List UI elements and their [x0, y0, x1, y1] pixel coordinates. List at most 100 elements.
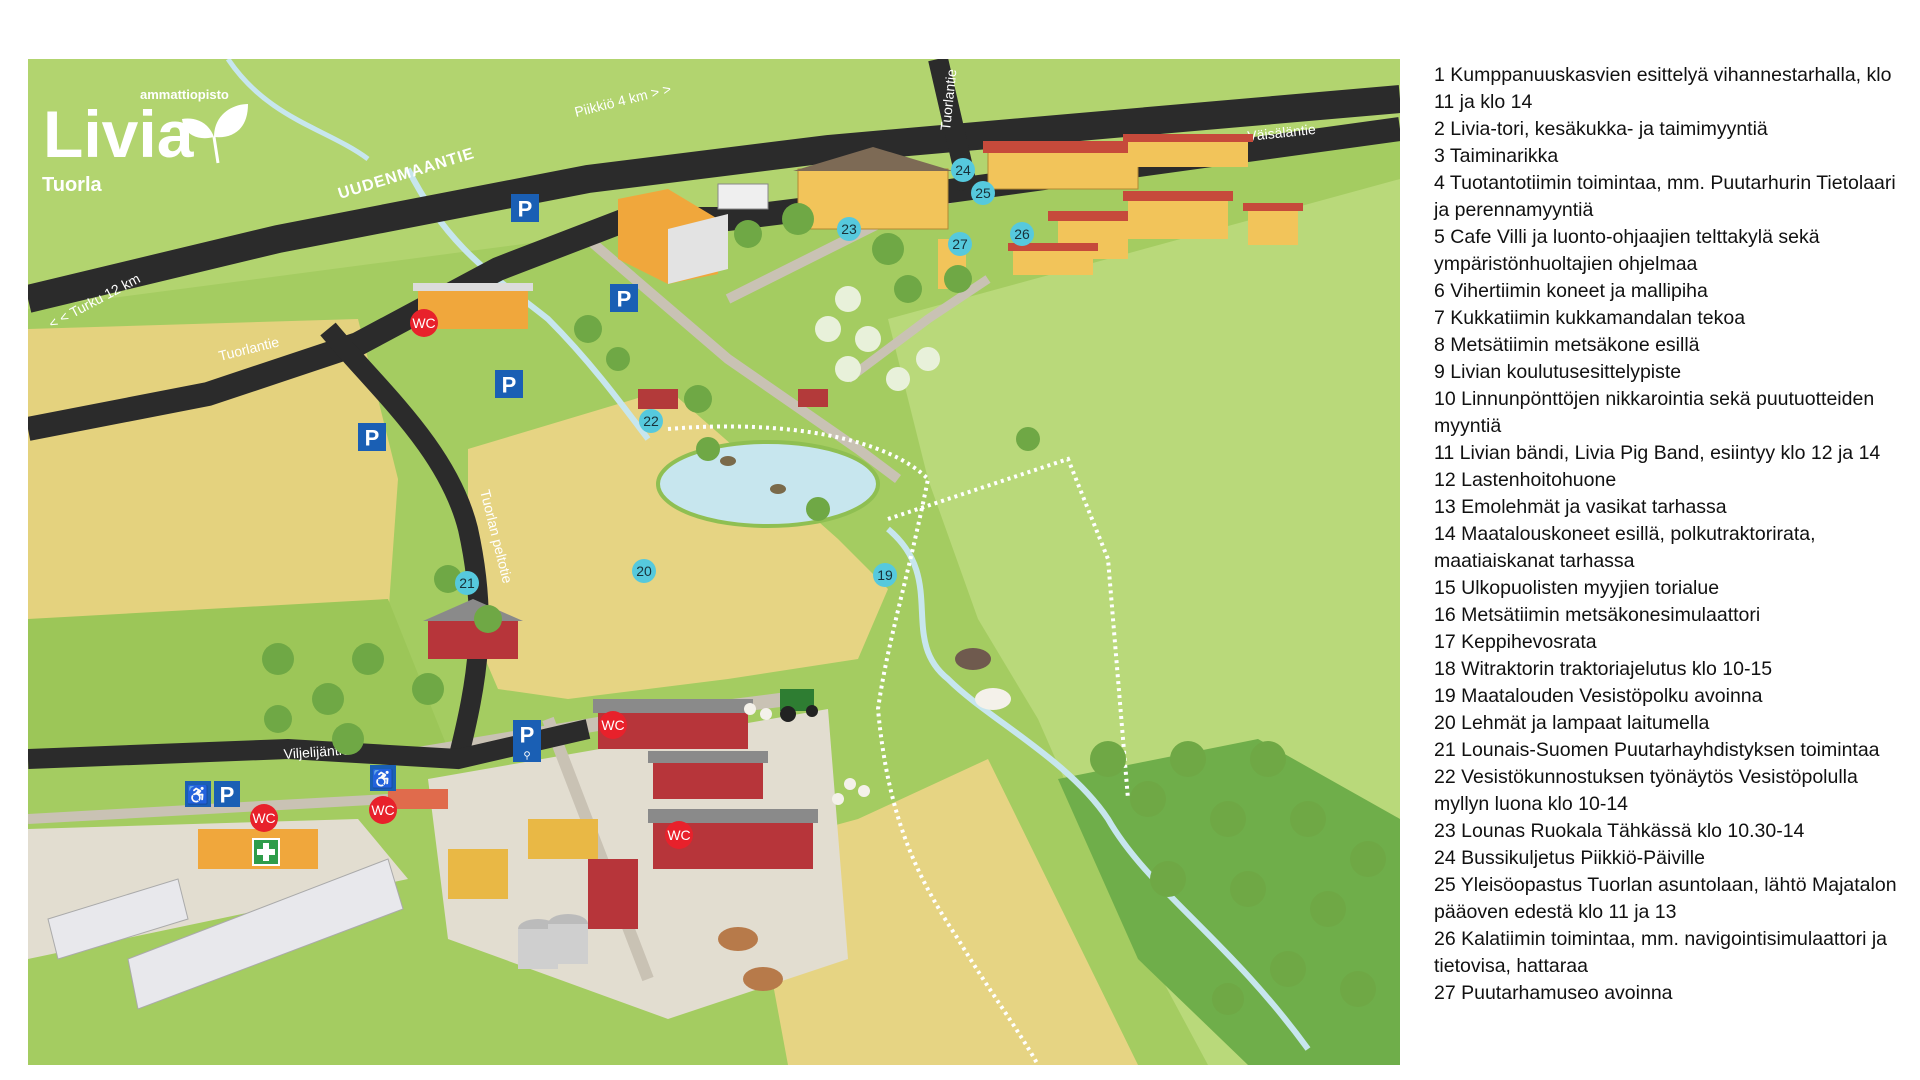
- wc-marker-3: WC: [250, 804, 278, 832]
- svg-text:WC: WC: [371, 802, 394, 818]
- building-far-east: [1248, 209, 1298, 245]
- svg-text:21: 21: [459, 575, 475, 591]
- legend-item: 26 Kalatiimin toimintaa, mm. navigointis…: [1434, 928, 1888, 977]
- legend-item: 22 Vesistökunnostuksen työnäytös Vesistö…: [1434, 766, 1858, 815]
- manor-roof: [793, 147, 953, 171]
- label-viljelijantie: Viljelijäntie: [283, 741, 350, 762]
- bicycle-icon: ⚲: [523, 751, 530, 762]
- marker-21[interactable]: 21: [455, 571, 479, 595]
- wc-marker-5: WC: [665, 821, 693, 849]
- legend-item: 21 Lounais-Suomen Puutarhayhdistyksen to…: [1434, 739, 1880, 761]
- wheat-field-center: [468, 389, 888, 699]
- legend-item: 14 Maatalouskoneet esillä, polkutraktori…: [1434, 523, 1816, 572]
- svg-text:WC: WC: [252, 810, 275, 826]
- animal-sheep-white: [975, 688, 1011, 710]
- shed-left-roof: [413, 283, 533, 291]
- svg-text:WC: WC: [601, 717, 624, 733]
- marker-24[interactable]: 24: [951, 158, 975, 182]
- building-27-roof: [1008, 243, 1098, 251]
- building-long-roof: [983, 141, 1143, 153]
- marker-25[interactable]: 25: [971, 181, 995, 205]
- stream-top: [225, 59, 370, 162]
- barn-left: [428, 619, 518, 659]
- svg-text:26: 26: [1014, 226, 1030, 242]
- accessible-parking-icon: ♿: [185, 781, 211, 807]
- marker-19[interactable]: 19: [873, 563, 897, 587]
- stream-upper: [405, 167, 651, 441]
- path-viljelija-side: [28, 794, 389, 824]
- animal-sheep-dark: [955, 648, 991, 670]
- legend-item: 25 Yleisöopastus Tuorlan asuntolaan, läh…: [1434, 874, 1897, 923]
- animal-cow-1: [718, 927, 758, 951]
- legend-item: 24 Bussikuljetus Piikkiö-Päiville: [1434, 847, 1705, 869]
- manor-building: [797, 168, 949, 230]
- legend-item: 7 Kukkatiimin kukkamandalan tekoa: [1434, 307, 1746, 329]
- logo-leaf-icon: [182, 104, 248, 164]
- farm-building-2: [653, 759, 763, 799]
- svg-text:P: P: [365, 426, 380, 451]
- hay-bales: [744, 703, 870, 805]
- road-peltotie: [320, 322, 489, 762]
- svg-text:20: 20: [636, 563, 652, 579]
- marker-23[interactable]: 23: [837, 217, 861, 241]
- legend-item: 11 Livian bändi, Livia Pig Band, esiinty…: [1434, 442, 1881, 464]
- legend-item: 3 Taiminarikka: [1434, 145, 1559, 167]
- marker-20[interactable]: 20: [632, 559, 656, 583]
- marker-26[interactable]: 26: [1010, 222, 1034, 246]
- wc-marker-4: WC: [369, 796, 397, 824]
- farm-building-2-roof: [648, 751, 768, 763]
- svg-text:P: P: [520, 723, 535, 748]
- canteen-annex: [668, 214, 728, 284]
- building-east: [1128, 139, 1248, 167]
- legend-item: 23 Lounas Ruokala Tähkässä klo 10.30-14: [1434, 820, 1805, 842]
- building-far-east-roof: [1243, 203, 1303, 211]
- marker-22[interactable]: 22: [639, 409, 663, 433]
- svg-text:22: 22: [643, 413, 659, 429]
- svg-text:24: 24: [955, 162, 971, 178]
- legend-item: 6 Vihertiimin koneet ja mallipiha: [1434, 280, 1708, 302]
- duck-2: [770, 484, 786, 494]
- parking-sign-2: P: [610, 284, 638, 312]
- parking-sign-5: P ⚲: [513, 720, 541, 762]
- svg-text:♿: ♿: [187, 784, 209, 805]
- legend-item: 27 Puutarhamuseo avoinna: [1434, 982, 1673, 1004]
- first-aid-icon: [252, 838, 280, 866]
- marker-27[interactable]: 27: [948, 232, 972, 256]
- tractor-wheel-2: [806, 705, 818, 717]
- svg-text:WC: WC: [667, 827, 690, 843]
- label-tuorlantie-top: Tuorlantie: [937, 68, 959, 131]
- blossom-trees: [815, 286, 940, 391]
- stream-lower: [886, 526, 1311, 1051]
- small-hut: [798, 389, 828, 407]
- legend-item: 1 Kumppanuuskasvien esittelyä vihannesta…: [1434, 64, 1892, 113]
- farm-building-yellow: [528, 819, 598, 859]
- svg-text:P: P: [518, 197, 533, 222]
- building-cluster-1: [1128, 199, 1228, 239]
- legend-item: 4 Tuotantotiimin toimintaa, mm. Puutarhu…: [1434, 172, 1896, 221]
- building-east-roof: [1123, 134, 1253, 142]
- legend-item: 13 Emolehmät ja vasikat tarhassa: [1434, 496, 1727, 518]
- animal-cow-2: [743, 967, 783, 991]
- svg-text:25: 25: [975, 185, 991, 201]
- silo-tower: [588, 859, 638, 929]
- farm-building-3-roof: [648, 809, 818, 823]
- road-uudenmaantie: [28, 85, 1400, 313]
- tractor-wheel-1: [780, 706, 796, 722]
- tank-body-2: [548, 924, 588, 964]
- svg-text:P: P: [617, 287, 632, 312]
- mill-hut: [638, 389, 678, 409]
- parking-sign-3: P: [495, 370, 523, 398]
- legend-item: 9 Livian koulutusesittelypiste: [1434, 361, 1682, 383]
- legend-item: 18 Witraktorin traktoriajelutus klo 10-1…: [1434, 658, 1773, 680]
- parking-sign-1: P: [511, 194, 539, 222]
- logo-location: Tuorla: [42, 174, 103, 196]
- legend-list: 1 Kumppanuuskasvien esittelyä vihannesta…: [1434, 62, 1904, 1007]
- wc-marker-2: WC: [599, 711, 627, 739]
- svg-text:23: 23: [841, 221, 857, 237]
- parking-sign-6: P: [214, 781, 240, 808]
- building-27: [1013, 249, 1093, 275]
- path-3: [845, 275, 991, 383]
- legend-item: 8 Metsätiimin metsäkone esillä: [1434, 334, 1700, 356]
- site-map: UUDENMAANTIE Piikkiö 4 km > > < < Turku …: [28, 59, 1400, 1065]
- legend-item: 16 Metsätiimin metsäkonesimulaattori: [1434, 604, 1761, 626]
